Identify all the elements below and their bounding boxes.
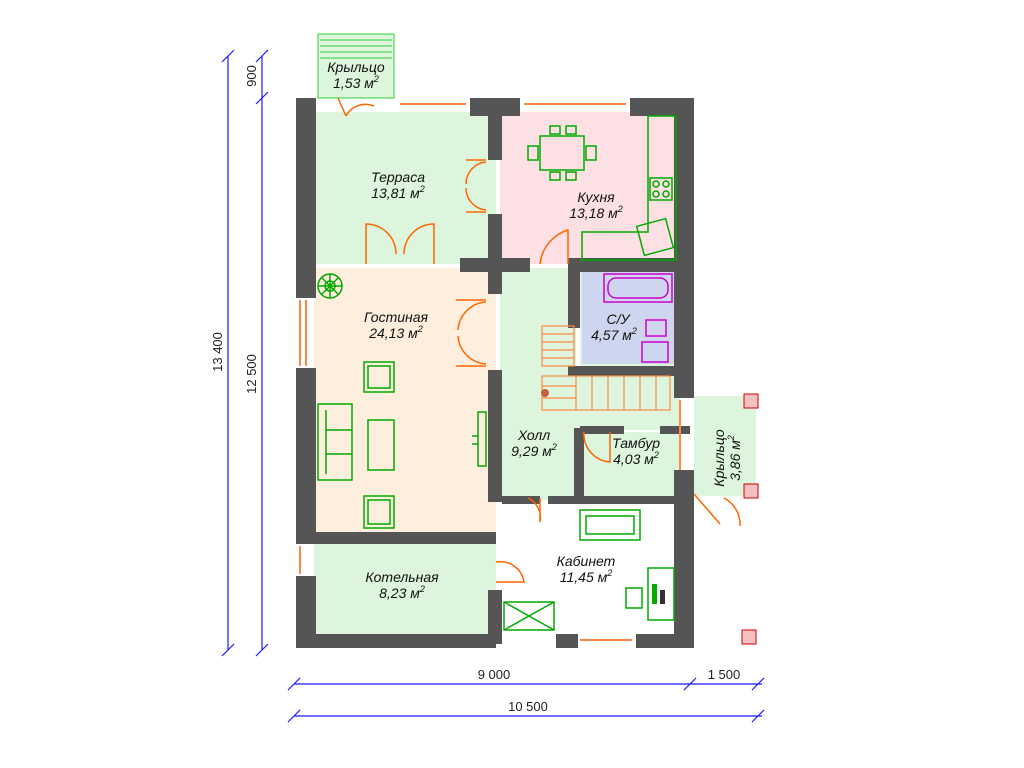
area-kryltso-top: 1,53 м2: [333, 74, 379, 91]
gostinaya-floor: [314, 268, 496, 532]
area-kotelnaya: 8,23 м2: [379, 584, 425, 601]
washbasin: [641, 341, 669, 363]
area-kukhnya: 13,18 м2: [569, 204, 623, 221]
dim-left-top: 900: [244, 65, 259, 87]
area-kabinet: 11,45 м2: [560, 568, 613, 585]
tambur-floor: [583, 432, 680, 496]
porch-steps: [320, 39, 392, 59]
computer-icon: [652, 584, 657, 604]
dining-table: [539, 135, 585, 171]
area-su: 4,57 м2: [591, 326, 637, 343]
kabinet-sofa: [579, 509, 641, 541]
label-kryltso-right: Крыльцо: [711, 429, 727, 487]
area-terrasa: 13,81 м2: [371, 184, 425, 201]
toilet: [645, 319, 667, 337]
area-kholl: 9,29 м2: [511, 442, 557, 459]
armchair-top: [363, 361, 395, 393]
su-tiles: [582, 272, 674, 364]
bathtub: [603, 273, 673, 303]
kholl-floor-2: [576, 370, 680, 430]
sink: [635, 217, 675, 257]
coffee-table: [367, 419, 395, 471]
office-chair: [625, 587, 643, 609]
kitchen-counter: [581, 115, 677, 261]
label-kholl: Холл: [517, 427, 550, 443]
walls: [296, 98, 694, 648]
room-labels: Крыльцо 1,53 м2 Терраса 13,81 м2 Кухня 1…: [327, 59, 743, 601]
kukhnya-floor: [500, 112, 680, 264]
area-tambur: 4,03 м2: [613, 450, 659, 467]
label-kryltso-top: Крыльцо: [327, 59, 385, 75]
label-kotelnaya: Котельная: [365, 569, 439, 585]
label-gostinaya: Гостиная: [364, 309, 429, 325]
boiler: [503, 601, 555, 631]
label-su: С/У: [607, 311, 632, 327]
area-kryltso-right: 3,86 м2: [726, 435, 743, 481]
area-gostinaya: 24,13 м2: [368, 324, 423, 341]
label-tambur: Тамбур: [612, 435, 660, 451]
furniture: [317, 115, 677, 631]
kholl-floor: [500, 268, 576, 500]
porch-columns: [741, 393, 759, 645]
dim-left-main: 12 500: [244, 354, 259, 394]
desk: [647, 567, 675, 621]
computer-icon-2: [660, 590, 665, 604]
plant-icon: [317, 273, 343, 299]
windows: [299, 103, 681, 641]
kryltso-right-floor: [694, 396, 756, 496]
dimension-labels: 13 400 12 500 900 9 000 1 500 10 500: [210, 65, 740, 714]
label-terrasa: Терраса: [371, 169, 425, 185]
dim-bottom-main: 9 000: [478, 667, 511, 682]
dim-left-total: 13 400: [210, 332, 225, 372]
stair-marker: [541, 389, 549, 397]
dimension-lines: [221, 49, 765, 723]
dim-bottom-extra: 1 500: [708, 667, 741, 682]
tv: [472, 411, 487, 467]
doors: [337, 97, 741, 583]
armchair-bottom: [363, 495, 395, 529]
kotelnaya-floor: [314, 544, 496, 634]
kabinet-floor: [500, 500, 680, 634]
label-kabinet: Кабинет: [557, 553, 616, 569]
label-kukhnya: Кухня: [577, 189, 615, 205]
stove: [649, 177, 673, 201]
sofa: [317, 403, 353, 481]
dim-bottom-total: 10 500: [508, 699, 548, 714]
kryltso-top-floor: [317, 33, 395, 99]
